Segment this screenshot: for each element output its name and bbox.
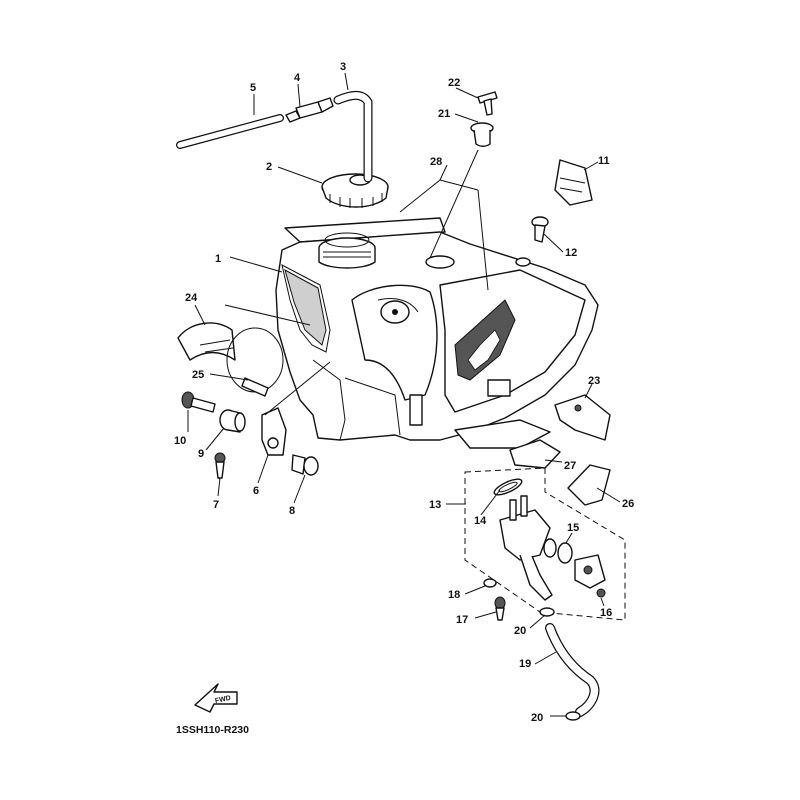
screw-16 [596,588,606,598]
collar-bolt [291,454,319,476]
damper-plate-27 [509,439,561,469]
diagram-code: 1SSH110-R230 [176,724,249,736]
callout-17: 17 [456,614,468,626]
bracket-clip [554,159,593,206]
gasket [493,478,523,496]
fwd-label: FWD [214,695,231,705]
callout-1: 1 [215,253,221,265]
bolt-12 [531,216,549,243]
hose [176,114,284,149]
cover [554,394,611,441]
callout-13: 13 [429,499,441,511]
fuel-cock-assembly-group [464,467,626,621]
callout-labels: 1 2 3 4 5 6 7 8 9 10 11 12 13 14 15 16 1… [174,61,634,724]
callout-19: 19 [519,658,531,670]
callout-25: 25 [192,369,204,381]
fuel-cock [499,495,553,601]
callout-5: 5 [250,82,256,94]
breather-hose [333,90,373,183]
bolt-10 [181,391,216,413]
fuel-cap [321,173,389,208]
leader-lines [187,72,621,717]
callout-20-upper: 20 [514,625,526,637]
hose-clamp-lower [565,711,581,721]
screw-17 [494,596,506,621]
callout-16: 16 [600,607,612,619]
check-valve [285,97,334,123]
callout-11: 11 [598,155,610,167]
hose-clamp-upper [539,607,555,617]
fwd-arrow-icon [194,683,238,713]
callout-3: 3 [340,61,346,73]
bolt-22 [477,91,498,116]
callout-14: 14 [474,515,487,527]
callout-2: 2 [266,161,272,173]
pad [177,322,236,361]
fuel-tank [275,217,599,449]
callout-23: 23 [588,375,600,387]
callout-28: 28 [430,156,442,168]
callout-8: 8 [289,505,295,517]
callout-4: 4 [294,72,301,84]
callout-27: 27 [564,460,576,472]
bracket [261,407,287,456]
bolt-7 [214,452,226,479]
callout-21: 21 [438,108,450,120]
callout-10: 10 [174,435,186,447]
damper-plate [567,464,611,506]
o-ring-and-lever [543,538,606,589]
damper [219,409,246,433]
callout-7: 7 [213,499,219,511]
band [226,327,284,397]
callout-12: 12 [565,247,577,259]
callout-18: 18 [448,589,460,601]
callout-15: 15 [567,522,579,534]
fuel-hose [545,623,600,717]
callout-22: 22 [448,77,460,89]
collar [470,122,494,147]
callout-26: 26 [622,498,634,510]
callout-20-lower: 20 [531,712,543,724]
callout-9: 9 [198,448,204,460]
washer [483,578,497,588]
callout-6: 6 [253,485,259,497]
callout-24: 24 [185,292,198,304]
